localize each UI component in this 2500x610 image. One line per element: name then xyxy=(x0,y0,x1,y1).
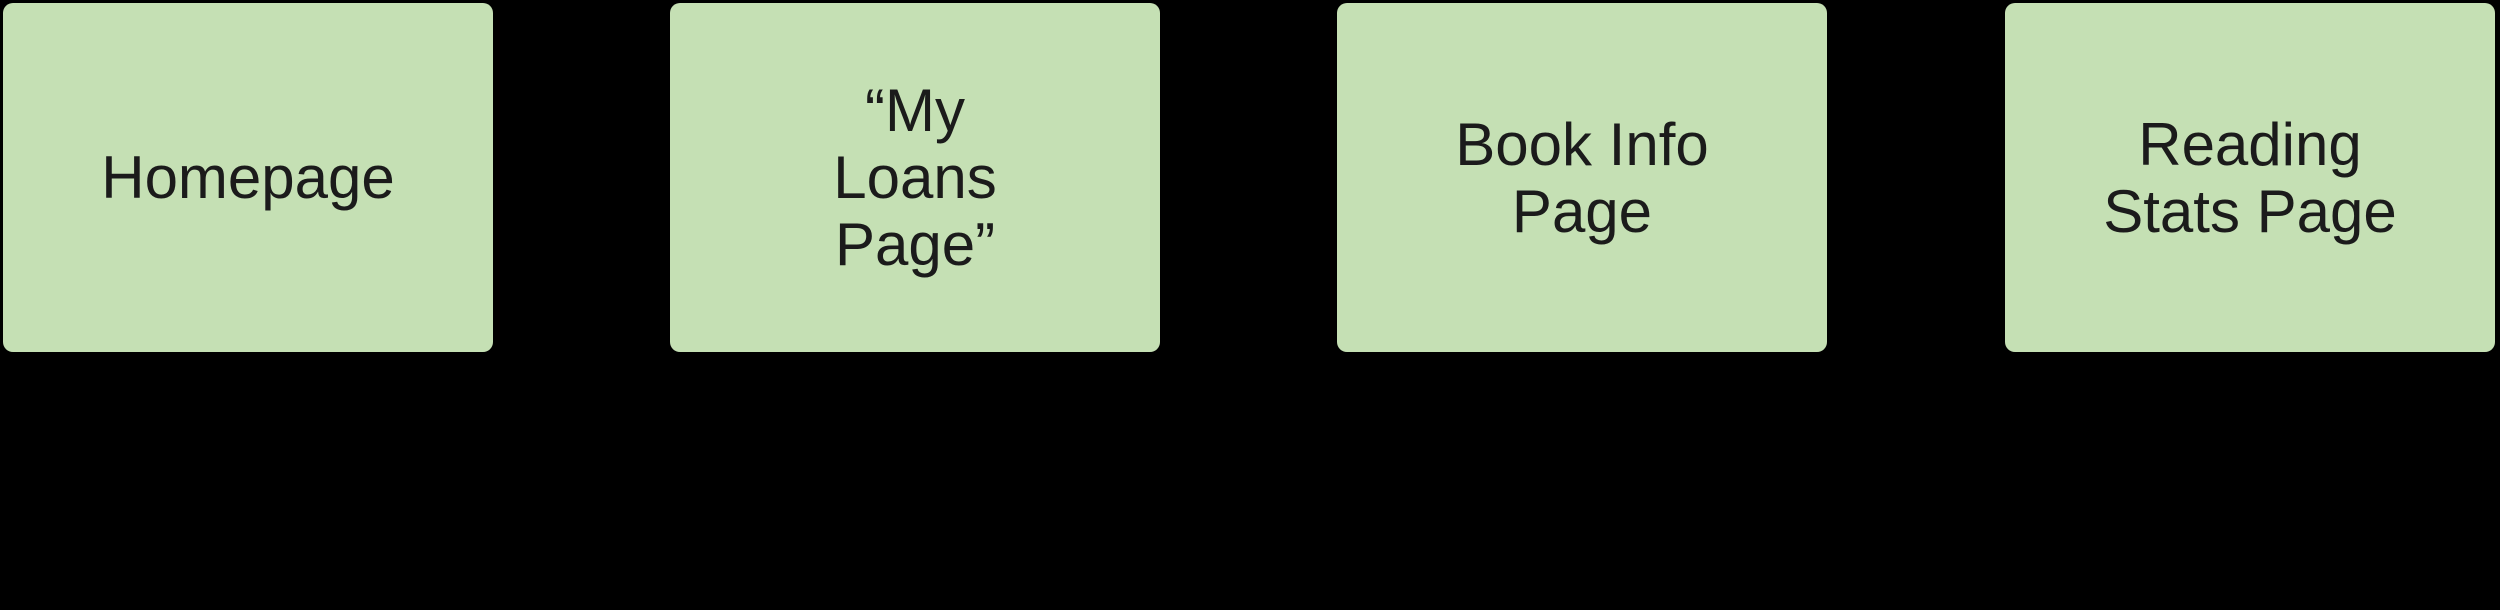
node-label-book-info-page: Book Info Page xyxy=(1455,110,1709,245)
flow-node-homepage: Homepage xyxy=(3,3,493,352)
node-label-homepage: Homepage xyxy=(101,144,395,211)
flow-node-book-info-page: Book Info Page xyxy=(1337,3,1827,352)
node-label-my-loans-page: “My Loans Page” xyxy=(833,77,997,278)
flow-node-my-loans-page: “My Loans Page” xyxy=(670,3,1160,352)
flow-node-reading-stats-page: Reading Stats Page xyxy=(2005,3,2495,352)
node-label-reading-stats-page: Reading Stats Page xyxy=(2103,110,2397,245)
